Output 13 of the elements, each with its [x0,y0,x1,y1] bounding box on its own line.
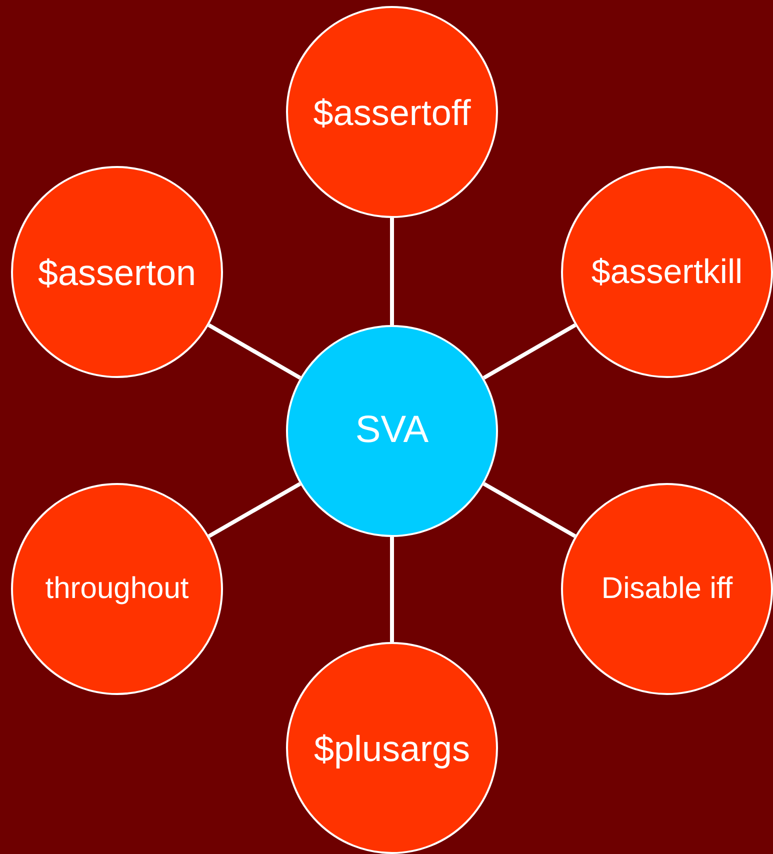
connector-line [390,218,394,325]
connector-line [482,482,576,538]
node-label: $asserton [38,250,196,294]
connector-line [390,537,394,642]
node-label: SVA [355,408,429,454]
node-label: throughout [45,571,189,608]
connector-line [208,482,302,538]
node-label: Disable iff [601,571,733,608]
node-label: $assertkill [591,252,743,293]
node-label: $plusargs [314,726,470,770]
connector-line [482,323,576,380]
node-label: $assertoff [313,90,471,134]
connector-line [208,323,302,380]
